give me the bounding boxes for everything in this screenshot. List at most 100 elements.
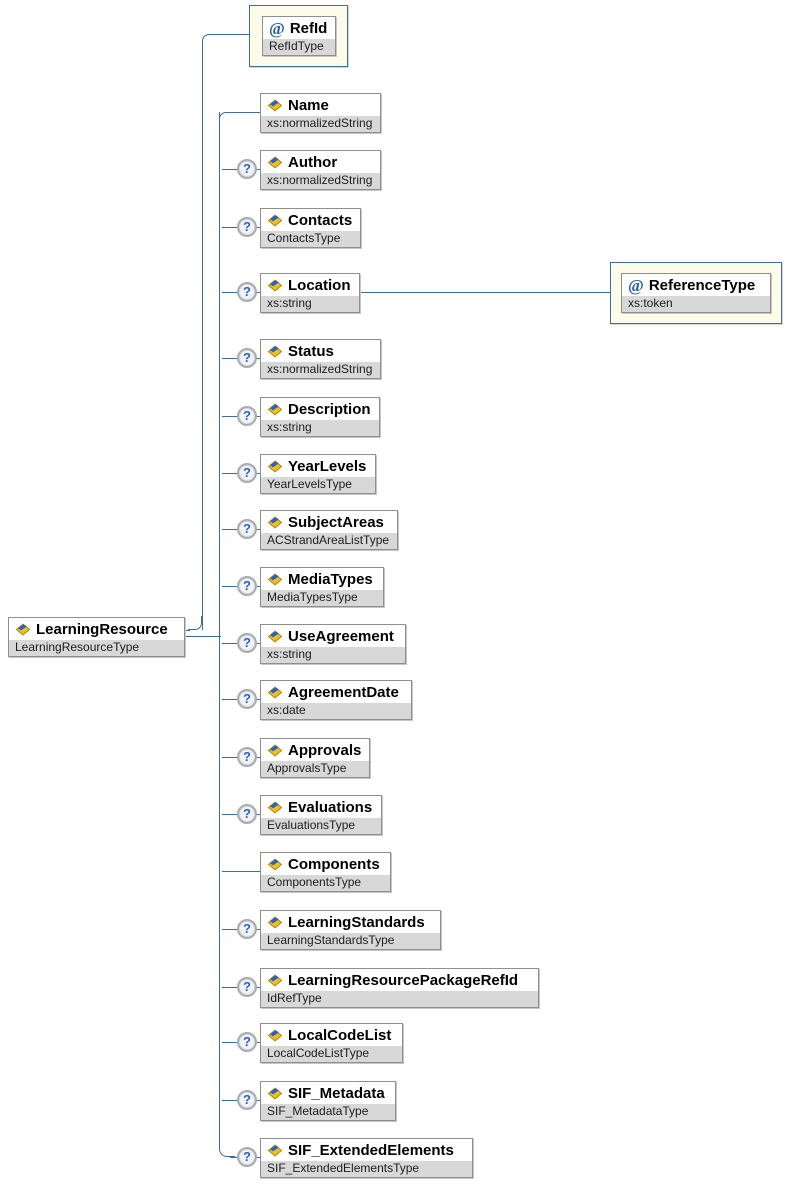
optional-indicator: ? bbox=[237, 1147, 257, 1167]
optional-indicator: ? bbox=[237, 689, 257, 709]
element-box-name[interactable]: Name xs:normalizedString bbox=[260, 93, 382, 133]
optional-indicator: ? bbox=[237, 919, 257, 939]
element-title: LearningResource bbox=[9, 618, 184, 640]
element-icon bbox=[267, 573, 283, 585]
element-icon bbox=[267, 1029, 283, 1041]
element-type: ContactsType bbox=[261, 231, 361, 247]
element-box-contacts[interactable]: Contacts ContactsType bbox=[260, 208, 362, 248]
optional-indicator: ? bbox=[237, 747, 257, 767]
attribute-title: @ RefId bbox=[263, 17, 336, 39]
element-title: Description bbox=[261, 398, 379, 420]
element-title: LocalCodeList bbox=[261, 1024, 402, 1046]
element-box-evaluations[interactable]: Evaluations EvaluationsType bbox=[260, 795, 382, 835]
element-box-sif-extendedelements[interactable]: SIF_ExtendedElements SIF_ExtendedElement… bbox=[260, 1138, 473, 1178]
element-box-learningstandards[interactable]: LearningStandards LearningStandardsType bbox=[260, 910, 441, 950]
element-title: Location bbox=[261, 274, 359, 296]
attribute-box-referencetype[interactable]: @ ReferenceType xs:token bbox=[621, 273, 771, 313]
element-type: LocalCodeListType bbox=[261, 1046, 402, 1062]
element-type: LearningStandardsType bbox=[261, 933, 440, 949]
element-box-author[interactable]: Author xs:normalizedString bbox=[260, 150, 382, 190]
element-type: MediaTypesType bbox=[261, 590, 383, 606]
attribute-name: RefId bbox=[289, 19, 328, 37]
element-type: IdRefType bbox=[261, 991, 538, 1007]
element-name: UseAgreement bbox=[288, 627, 394, 645]
connector-line bbox=[222, 871, 262, 872]
element-box-learningresourcepackagerefid[interactable]: LearningResourcePackageRefId IdRefType bbox=[260, 968, 539, 1008]
optional-indicator: ? bbox=[237, 1090, 257, 1110]
element-icon bbox=[267, 403, 283, 415]
element-box-location[interactable]: Location xs:string bbox=[260, 273, 360, 313]
element-type: LearningResourceType bbox=[9, 640, 184, 656]
element-type: xs:date bbox=[261, 703, 411, 719]
element-box-sif-metadata[interactable]: SIF_Metadata SIF_MetadataType bbox=[260, 1081, 396, 1121]
element-title: Contacts bbox=[261, 209, 361, 231]
attribute-type: RefIdType bbox=[263, 39, 336, 55]
attribute-name: ReferenceType bbox=[648, 276, 756, 294]
connector-corner bbox=[188, 616, 202, 630]
element-icon bbox=[267, 630, 283, 642]
element-icon bbox=[267, 345, 283, 357]
element-type: xs:normalizedString bbox=[261, 173, 381, 189]
element-name: SIF_Metadata bbox=[288, 1084, 385, 1102]
element-icon bbox=[267, 1087, 283, 1099]
element-title: Approvals bbox=[261, 739, 370, 761]
element-title: Author bbox=[261, 151, 381, 173]
element-icon bbox=[267, 156, 283, 168]
element-type: YearLevelsType bbox=[261, 477, 375, 493]
element-box-yearlevels[interactable]: YearLevels YearLevelsType bbox=[260, 454, 376, 494]
element-name: LearningResource bbox=[36, 620, 168, 638]
element-icon bbox=[267, 801, 283, 813]
element-box-components[interactable]: Components ComponentsType bbox=[260, 852, 391, 892]
element-name: LearningStandards bbox=[288, 913, 425, 931]
element-title: Status bbox=[261, 340, 381, 362]
element-icon bbox=[267, 686, 283, 698]
element-title: Components bbox=[261, 853, 390, 875]
element-name: Status bbox=[288, 342, 334, 360]
optional-indicator: ? bbox=[237, 282, 257, 302]
attribute-at-icon: @ bbox=[269, 18, 285, 38]
element-box-useagreement[interactable]: UseAgreement xs:string bbox=[260, 624, 406, 664]
element-type: ComponentsType bbox=[261, 875, 390, 891]
element-title: Evaluations bbox=[261, 796, 381, 818]
connector-line-location-reference bbox=[350, 292, 612, 293]
element-box-approvals[interactable]: Approvals ApprovalsType bbox=[260, 738, 371, 778]
element-type: SIF_MetadataType bbox=[261, 1104, 395, 1120]
element-title: SIF_ExtendedElements bbox=[261, 1139, 472, 1161]
element-name: Location bbox=[288, 276, 351, 294]
optional-indicator: ? bbox=[237, 348, 257, 368]
element-type: EvaluationsType bbox=[261, 818, 381, 834]
connector-line bbox=[184, 636, 221, 637]
element-title: LearningStandards bbox=[261, 911, 440, 933]
element-box-description[interactable]: Description xs:string bbox=[260, 397, 380, 437]
optional-indicator: ? bbox=[237, 804, 257, 824]
attribute-frame-refid: @ RefId RefIdType bbox=[249, 5, 349, 67]
element-icon bbox=[267, 1144, 283, 1156]
element-name: LocalCodeList bbox=[288, 1026, 392, 1044]
optional-indicator: ? bbox=[237, 977, 257, 997]
element-title: SubjectAreas bbox=[261, 511, 398, 533]
attribute-at-icon: @ bbox=[628, 275, 644, 295]
element-box-subjectareas[interactable]: SubjectAreas ACStrandAreaListType bbox=[260, 510, 399, 550]
optional-indicator: ? bbox=[237, 463, 257, 483]
connector-line bbox=[184, 630, 190, 631]
element-name: LearningResourcePackageRefId bbox=[288, 971, 519, 989]
element-name: Description bbox=[288, 400, 371, 418]
connector-trunk-attribute bbox=[202, 34, 216, 630]
element-box-learningresource[interactable]: LearningResource LearningResourceType bbox=[8, 617, 185, 657]
element-box-mediatypes[interactable]: MediaTypes MediaTypesType bbox=[260, 567, 384, 607]
attribute-title: @ ReferenceType bbox=[622, 274, 770, 296]
optional-indicator: ? bbox=[237, 576, 257, 596]
optional-indicator: ? bbox=[237, 159, 257, 179]
element-box-status[interactable]: Status xs:normalizedString bbox=[260, 339, 382, 379]
element-box-localcodelist[interactable]: LocalCodeList LocalCodeListType bbox=[260, 1023, 403, 1063]
attribute-box-refid[interactable]: @ RefId RefIdType bbox=[262, 16, 337, 56]
optional-indicator: ? bbox=[237, 519, 257, 539]
element-icon bbox=[267, 916, 283, 928]
element-type: xs:string bbox=[261, 420, 379, 436]
element-title: YearLevels bbox=[261, 455, 375, 477]
element-name: MediaTypes bbox=[288, 570, 373, 588]
element-title: LearningResourcePackageRefId bbox=[261, 969, 538, 991]
element-title: Name bbox=[261, 94, 381, 116]
element-box-agreementdate[interactable]: AgreementDate xs:date bbox=[260, 680, 412, 720]
